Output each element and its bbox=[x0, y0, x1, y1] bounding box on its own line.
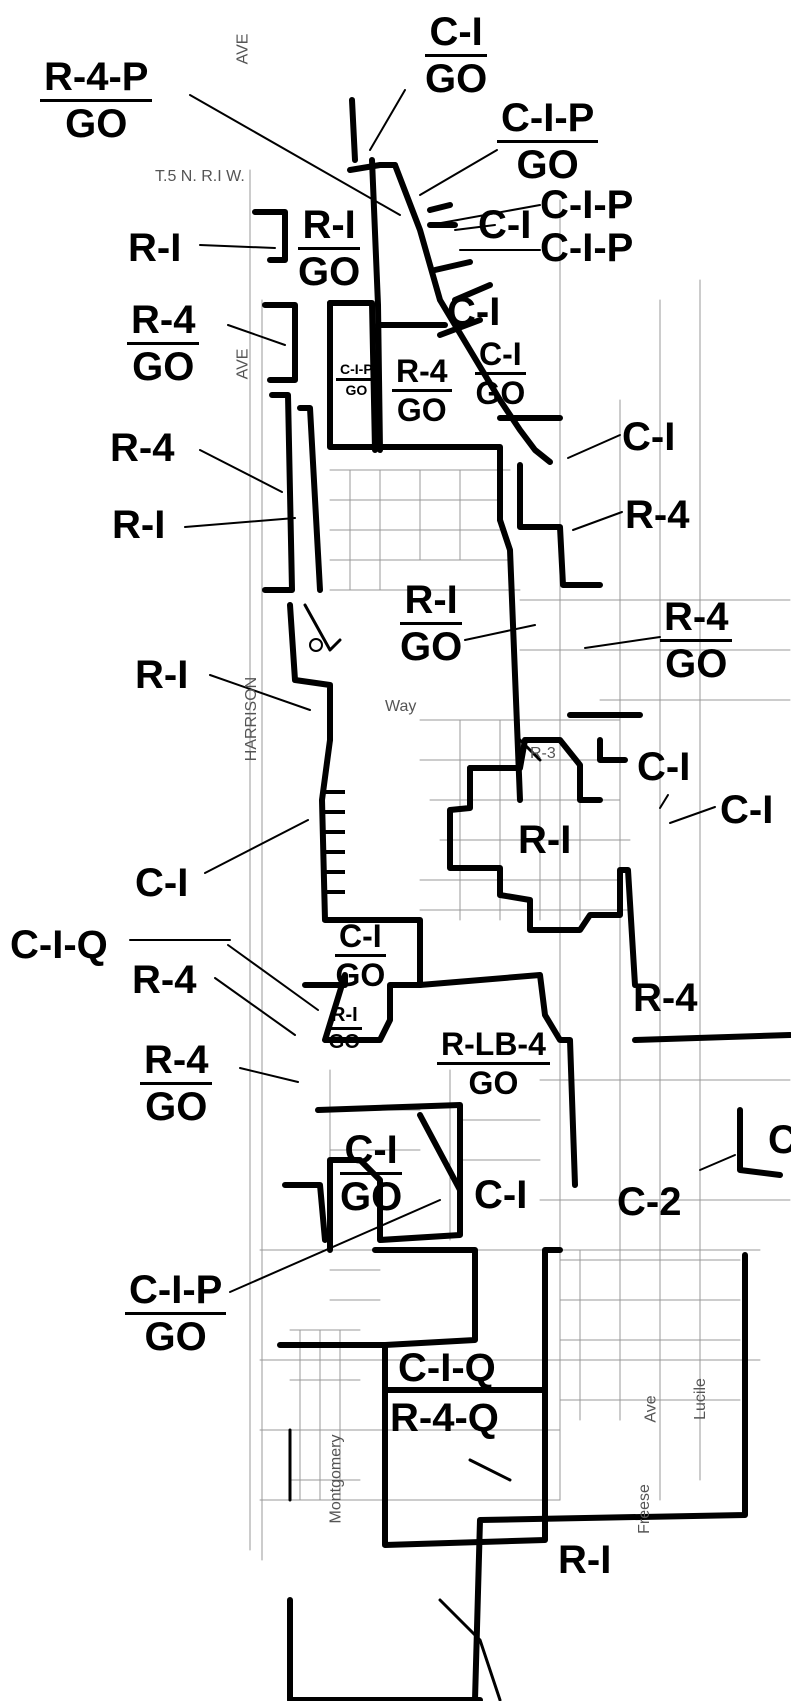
zone-label-c1-plain-a: C-I bbox=[447, 290, 501, 334]
zone-label-c1p-1: C-I-P bbox=[540, 183, 634, 227]
zone-label-r1-center: R-I bbox=[518, 818, 572, 862]
street-label-ave-left: AVE bbox=[234, 348, 252, 380]
zone-label-r3: R-3 bbox=[530, 745, 556, 762]
street-label-lucile: Lucile bbox=[691, 1378, 709, 1420]
zone-label-c2: C-2 bbox=[617, 1180, 682, 1224]
zone-label-r4-c: R-4 bbox=[633, 976, 698, 1020]
zone-label-r1-a: R-I bbox=[128, 226, 182, 270]
street-label-freese: Freese bbox=[635, 1484, 653, 1534]
zone-label-r4-right: R-4 bbox=[625, 493, 690, 537]
zone-label-c1-e: C-I bbox=[720, 788, 774, 832]
zone-label-c1p-2: C-I-P bbox=[540, 226, 634, 270]
zone-label-r4-b: R-4 bbox=[132, 958, 197, 1002]
zone-label-c1q-a: C-I-Q bbox=[10, 923, 108, 967]
zone-label-c1-inline: C-I bbox=[478, 203, 532, 247]
zone-label-c1-f: C-I bbox=[135, 861, 189, 905]
street-label-harrison: HARRISON bbox=[243, 676, 261, 762]
street-label-way: Way bbox=[385, 698, 417, 715]
zone-label-c1-d: C-I bbox=[637, 745, 691, 789]
zone-label-r4-a: R-4 bbox=[110, 426, 175, 470]
zone-label-r1-bottom: R-I bbox=[558, 1538, 612, 1582]
zone-label-r1-b: R-I bbox=[112, 503, 166, 547]
street-label-montgomery: Montgomery bbox=[327, 1434, 345, 1524]
street-label-ave-right: Ave bbox=[642, 1395, 660, 1423]
zone-label-c1-right: C-I bbox=[622, 415, 676, 459]
street-label-ave-top: AVE bbox=[234, 33, 252, 65]
zone-label-c1q-b: C-I-Q bbox=[398, 1346, 496, 1390]
zone-label-c-edge: C bbox=[768, 1118, 791, 1162]
zone-label-c1-i: C-I bbox=[474, 1173, 528, 1217]
township-label: T.5 N. R.I W. bbox=[155, 168, 245, 185]
zone-label-r4q: R-4-Q bbox=[390, 1396, 499, 1440]
zone-label-r1-c: R-I bbox=[135, 653, 189, 697]
